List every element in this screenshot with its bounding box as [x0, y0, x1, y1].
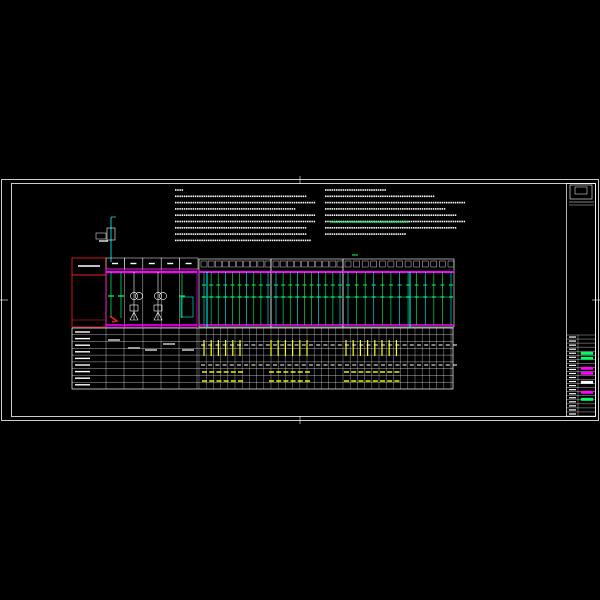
transformer-1-winding	[130, 292, 138, 300]
feeder-header-cell	[287, 260, 294, 268]
feeder-group-frame	[342, 258, 455, 328]
feeder-header-cell	[222, 260, 229, 268]
title-legend-swatch	[580, 371, 594, 375]
schedule-frame	[71, 327, 454, 390]
transformer-2-breaker	[153, 304, 163, 312]
cyan-cable-box	[180, 296, 194, 318]
feeder-header-cell	[430, 260, 438, 268]
title-legend-swatch	[580, 366, 594, 370]
feeder-header-cell	[439, 260, 446, 268]
feeder-header-cell	[236, 260, 243, 268]
feeder-header-cell	[353, 260, 360, 268]
feeder-header-cell	[272, 260, 280, 268]
feeder-header-cell	[361, 260, 369, 268]
feeder-header-cell	[308, 260, 315, 268]
feeder-header-cell	[447, 260, 455, 268]
title-legend-swatch	[580, 390, 594, 394]
feeder-header-cell	[370, 260, 377, 268]
feeder-header-cell	[200, 260, 208, 268]
feeder-header-cell	[344, 260, 352, 268]
title-legend-swatch	[580, 397, 594, 401]
transformer-2-ground	[153, 311, 163, 321]
transformer-1-ground	[129, 311, 139, 321]
feeder-header-cell	[322, 260, 329, 268]
circuit-schedule-table	[71, 327, 457, 390]
feeder-header-cell	[329, 260, 337, 268]
general-notes-right	[325, 189, 466, 235]
feeder-header-cell	[215, 260, 222, 268]
feeder-header-cell	[396, 260, 403, 268]
title-logo-box	[569, 184, 593, 200]
incoming-meter-box	[106, 227, 116, 241]
feeder-header-cell	[257, 260, 265, 268]
feeder-header-cell	[301, 260, 308, 268]
incoming-label-box	[95, 232, 107, 240]
transformer-2-winding	[154, 292, 162, 300]
feeder-header-cell	[379, 260, 386, 268]
title-legend-swatch	[580, 380, 594, 384]
transformer-1-breaker	[129, 304, 139, 312]
feeder-header-cell	[279, 260, 287, 268]
feeder-header-cell	[404, 260, 412, 268]
title-legend-swatch	[580, 356, 594, 360]
feeder-header-cell	[294, 260, 301, 268]
title-logo-mark	[574, 186, 588, 195]
feeder-header-cell	[315, 260, 322, 268]
feeder-header-cell	[229, 260, 236, 268]
feeder-header-cell	[422, 260, 429, 268]
switchgear-lineup	[71, 254, 455, 328]
feeder-header-cell	[207, 260, 215, 268]
general-notes-left	[175, 189, 316, 242]
red-marker	[109, 315, 119, 323]
left-section-frame	[105, 268, 198, 328]
feeder-header-cell	[387, 260, 395, 268]
transformer-2-winding	[159, 292, 167, 300]
feeder-header-cell	[250, 260, 257, 268]
transformer-1-winding	[135, 292, 143, 300]
feeder-header-cell	[413, 260, 420, 268]
title-legend-swatch	[580, 351, 594, 355]
incoming-supply-symbol	[95, 216, 116, 262]
feeder-header-cell	[243, 260, 250, 268]
title-block	[566, 183, 596, 417]
